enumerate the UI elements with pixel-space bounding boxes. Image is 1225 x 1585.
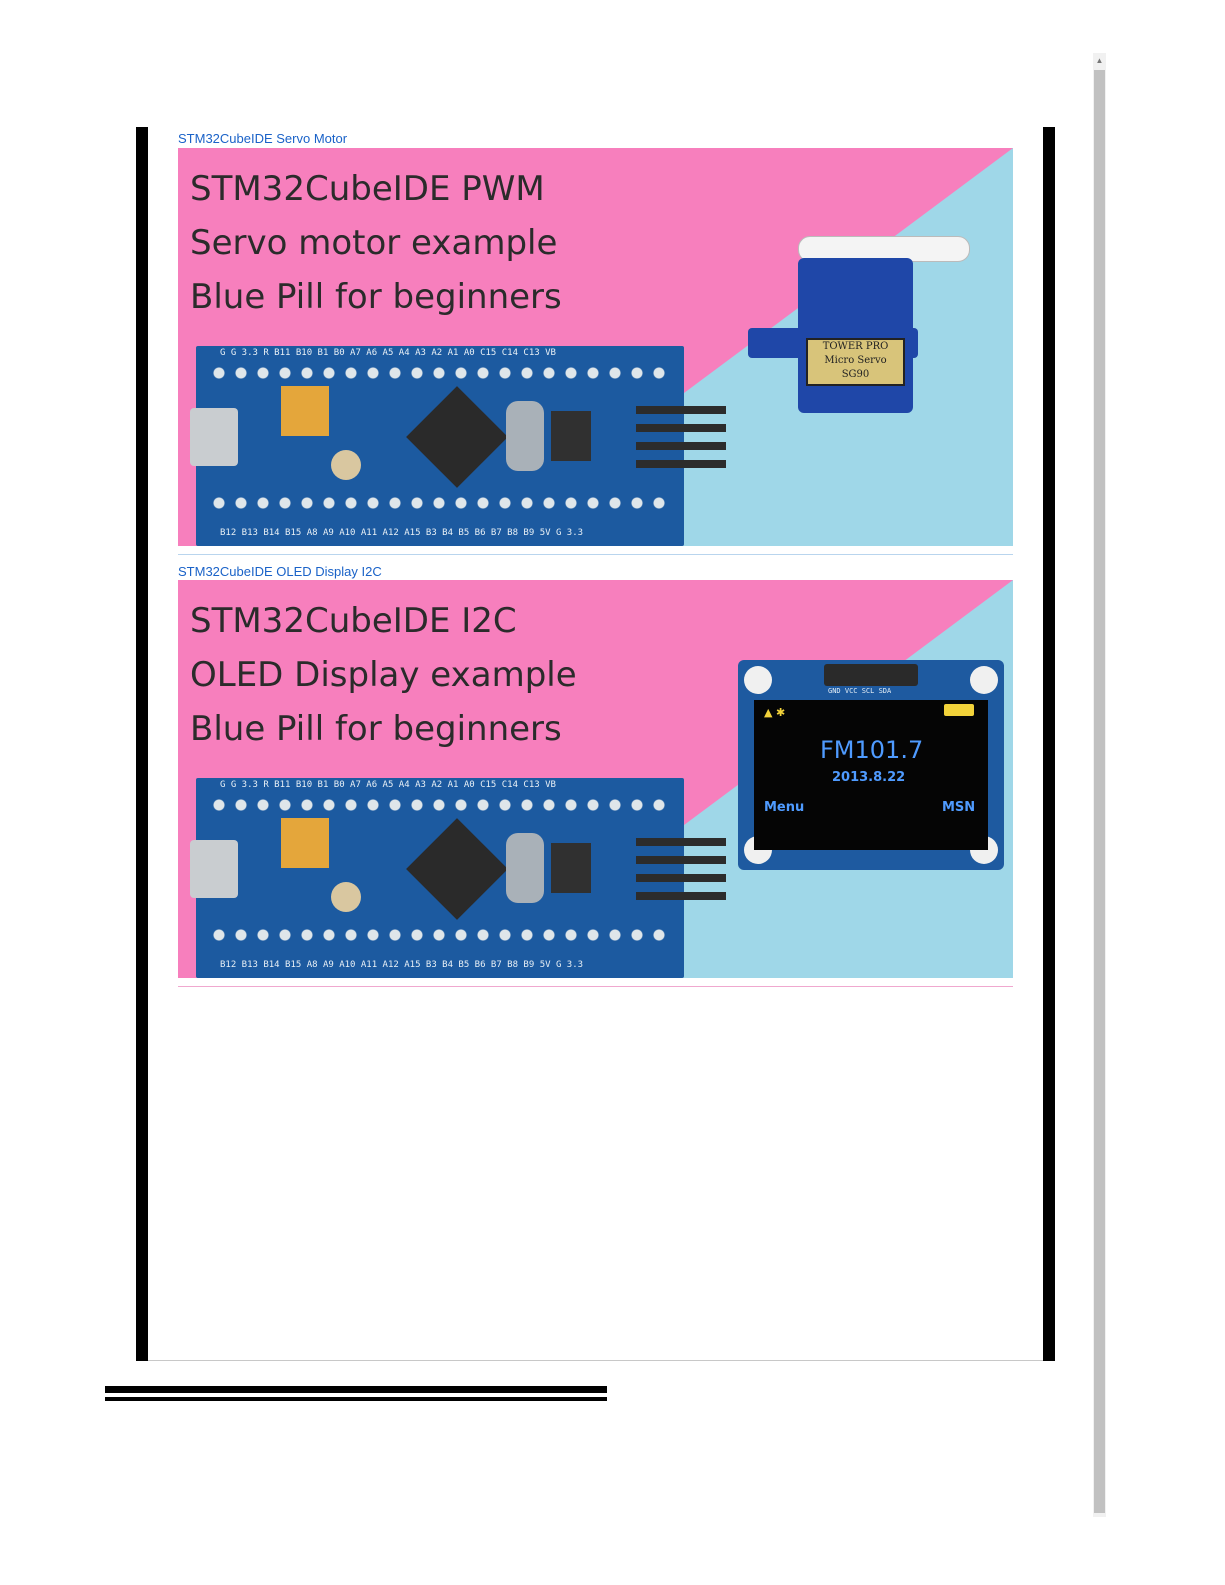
scroll-up-icon[interactable]: ▲	[1095, 56, 1104, 65]
crystal	[506, 401, 544, 471]
servo-horn	[798, 236, 970, 262]
oled-frequency: FM101.7	[820, 736, 924, 764]
scrollbar-thumb[interactable]	[1094, 70, 1105, 1513]
page-border-right	[1043, 127, 1055, 1361]
pin-row-top	[210, 796, 672, 814]
board-silk-top: G G 3.3 R B11 B10 B1 B0 A7 A6 A5 A4 A3 A…	[220, 348, 556, 358]
oled-menu-label: Menu	[764, 800, 805, 815]
regulator	[551, 411, 591, 461]
mount-hole	[744, 666, 772, 694]
pin-row-bottom	[210, 494, 672, 512]
headline-line-2: Servo motor example	[190, 223, 558, 263]
blue-pill-board-image: G G 3.3 R B11 B10 B1 B0 A7 A6 A5 A4 A3 A…	[190, 778, 726, 978]
oled-pin-labels: GND VCC SCL SDA	[828, 687, 892, 695]
headline-line-2: OLED Display example	[190, 655, 577, 695]
oled-msn-label: MSN	[942, 800, 976, 815]
thumbnail-headline: STM32CubeIDE PWM Servo motor example Blu…	[190, 162, 562, 324]
usb-connector	[190, 408, 238, 466]
servo-motor-thumbnail[interactable]: STM32CubeIDE PWM Servo motor example Blu…	[178, 148, 1013, 546]
pin-row-top	[210, 364, 672, 382]
oled-display-link[interactable]: STM32CubeIDE OLED Display I2C	[178, 564, 382, 579]
header-pins	[636, 838, 726, 908]
usb-connector	[190, 840, 238, 898]
servo-code: SG90	[841, 369, 870, 380]
headline-line-1: STM32CubeIDE PWM	[190, 169, 545, 209]
servo-motor-link[interactable]: STM32CubeIDE Servo Motor	[178, 131, 348, 146]
servo-brand: TOWER PRO	[822, 341, 889, 352]
servo-body	[798, 258, 913, 413]
footer-rule-thick	[105, 1386, 607, 1393]
reset-button	[331, 450, 361, 480]
jumper	[281, 818, 329, 868]
signal-icon: ▲ ✱	[764, 706, 786, 719]
board-silk-top: G G 3.3 R B11 B10 B1 B0 A7 A6 A5 A4 A3 A…	[220, 780, 556, 790]
reset-button	[331, 882, 361, 912]
crystal	[506, 833, 544, 903]
blue-pill-board-image: G G 3.3 R B11 B10 B1 B0 A7 A6 A5 A4 A3 A…	[190, 346, 726, 546]
pin-row-bottom	[210, 926, 672, 944]
oled-display-thumbnail[interactable]: STM32CubeIDE I2C OLED Display example Bl…	[178, 580, 1013, 978]
oled-screen: ▲ ✱ FM101.7 2013.8.22 Menu MSN	[754, 700, 988, 850]
board-silk-bottom: B12 B13 B14 B15 A8 A9 A10 A11 A12 A15 B3…	[220, 960, 584, 970]
servo-label: TOWER PRO Micro Servo SG90	[806, 338, 905, 386]
regulator	[551, 843, 591, 893]
oled-date: 2013.8.22	[832, 770, 906, 785]
thumbnail-headline: STM32CubeIDE I2C OLED Display example Bl…	[190, 594, 577, 756]
mcu-chip	[406, 818, 508, 920]
servo-motor-image: TOWER PRO Micro Servo SG90	[748, 236, 970, 418]
page-bottom-border	[148, 1360, 1043, 1361]
card-divider	[178, 554, 1013, 555]
jumper	[281, 386, 329, 436]
mcu-chip	[406, 386, 508, 488]
card-divider	[178, 986, 1013, 987]
servo-model: Micro Servo	[824, 355, 887, 366]
board-silk-bottom: B12 B13 B14 B15 A8 A9 A10 A11 A12 A15 B3…	[220, 528, 584, 538]
mount-hole	[970, 666, 998, 694]
headline-line-3: Blue Pill for beginners	[190, 709, 562, 749]
oled-pin-header	[824, 664, 918, 686]
oled-module-image: GND VCC SCL SDA ▲ ✱ FM101.7 2013.8.22 Me…	[738, 660, 1004, 870]
battery-icon	[944, 704, 974, 716]
headline-line-1: STM32CubeIDE I2C	[190, 601, 517, 641]
header-pins	[636, 406, 726, 476]
page-border-left	[136, 127, 148, 1361]
headline-line-3: Blue Pill for beginners	[190, 277, 562, 317]
footer-rule-thin	[105, 1397, 607, 1401]
